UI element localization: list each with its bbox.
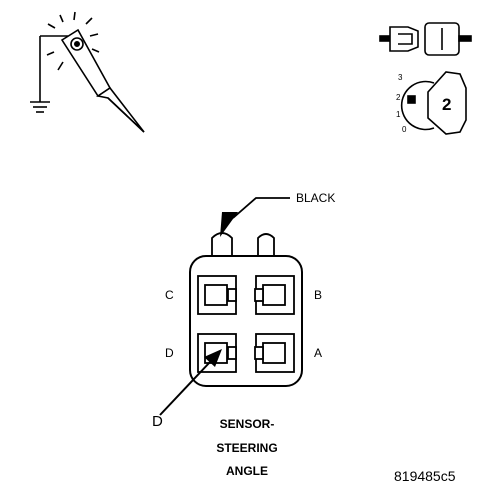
wire-color-label: BLACK xyxy=(296,191,336,205)
pin-label-b: B xyxy=(314,288,323,302)
terminal-d-callout-arrow xyxy=(159,349,222,416)
ignition-position-1: 1 xyxy=(396,110,401,119)
connector-disconnected-icon xyxy=(379,22,472,56)
ignition-position-0: 0 xyxy=(402,125,407,134)
pin-label-d: D xyxy=(165,346,174,360)
component-name-line3: ANGLE xyxy=(226,464,268,478)
connector-wire-stubs xyxy=(211,232,275,258)
terminal-callout-label: D xyxy=(152,413,163,430)
component-name-line2: STEERING xyxy=(216,441,278,455)
ignition-position-2: 2 xyxy=(396,93,401,102)
ignition-key-position: 2 xyxy=(442,95,452,114)
component-name-line1: SENSOR- xyxy=(219,417,275,431)
pin-label-c: C xyxy=(165,288,174,302)
figure-id: 819485c5 xyxy=(394,468,456,484)
terminal-c xyxy=(197,275,237,315)
black-wire-leader xyxy=(220,197,290,237)
ignition-key-icon xyxy=(400,71,467,135)
pin-label-a: A xyxy=(314,346,323,360)
terminal-b xyxy=(254,275,295,315)
test-light-to-ground-icon xyxy=(30,11,145,133)
ignition-position-3: 3 xyxy=(398,73,403,82)
terminal-a xyxy=(254,333,295,373)
